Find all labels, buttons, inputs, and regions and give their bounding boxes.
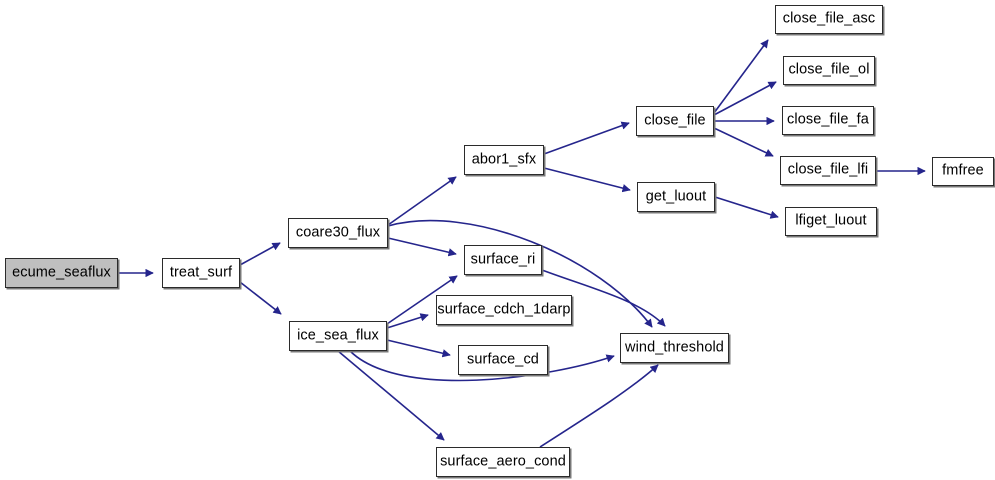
node-wind_threshold[interactable]: wind_threshold [620, 333, 729, 363]
node-label-close_file_fa: close_file_fa [787, 111, 869, 128]
edge-treat_surf-to-ice_sea_flux [239, 281, 282, 315]
edge-close_file-to-close_file_asc [713, 39, 769, 114]
node-close_file_lfi[interactable]: close_file_lfi [780, 156, 876, 185]
edge-treat_surf-to-coare30_flux [239, 242, 281, 266]
node-label-close_file_asc: close_file_asc [782, 10, 876, 27]
node-close_file[interactable]: close_file [636, 106, 714, 136]
node-label-surface_cdch_1darp: surface_cdch_1darp [437, 301, 571, 318]
node-label-surface_cd: surface_cd [467, 351, 539, 368]
edge-coare30_flux-to-surface_ri [387, 237, 457, 257]
node-ecume_seaflux: ecume_seaflux [5, 258, 118, 288]
node-label-fmfree: fmfree [942, 162, 984, 179]
node-label-surface_ri: surface_ri [470, 251, 536, 268]
node-label-get_luout: get_luout [645, 188, 707, 205]
node-label-close_file_ol: close_file_ol [788, 61, 870, 78]
edge-ice_sea_flux-to-surface_cd [386, 339, 451, 358]
node-lfiget_luout[interactable]: lfiget_luout [785, 207, 877, 236]
node-abor1_sfx[interactable]: abor1_sfx [464, 145, 544, 175]
node-surface_cd[interactable]: surface_cd [458, 345, 548, 375]
node-close_file_asc[interactable]: close_file_asc [775, 5, 883, 34]
node-surface_ri[interactable]: surface_ri [464, 245, 542, 275]
node-label-close_file: close_file [644, 112, 706, 129]
edge-ice_sea_flux-to-surface_cdch_1darp [386, 313, 429, 329]
node-label-ice_sea_flux: ice_sea_flux [297, 327, 379, 344]
edge-ice_sea_flux-to-surface_aero_cond [337, 350, 445, 441]
edge-surface_aero_cond-to-wind_threshold [539, 364, 659, 448]
node-fmfree[interactable]: fmfree [932, 157, 994, 186]
edge-abor1_sfx-to-get_luout [543, 167, 631, 193]
node-label-ecume_seaflux: ecume_seaflux [12, 264, 111, 281]
edge-coare30_flux-to-abor1_sfx [387, 176, 457, 226]
node-label-coare30_flux: coare30_flux [295, 224, 381, 241]
node-close_file_fa[interactable]: close_file_fa [782, 106, 874, 135]
node-label-close_file_lfi: close_file_lfi [787, 161, 869, 178]
node-close_file_ol[interactable]: close_file_ol [783, 56, 875, 85]
edges-group [118, 39, 926, 448]
node-label-lfiget_luout: lfiget_luout [795, 212, 867, 229]
node-label-treat_surf: treat_surf [169, 264, 233, 281]
edge-close_file-to-close_file_lfi [713, 127, 774, 157]
node-label-wind_threshold: wind_threshold [625, 339, 724, 356]
node-surface_cdch_1darp[interactable]: surface_cdch_1darp [436, 295, 572, 325]
edge-get_luout-to-lfiget_luout [714, 196, 779, 219]
edge-close_file-to-close_file_ol [713, 81, 777, 116]
node-treat_surf[interactable]: treat_surf [162, 258, 240, 288]
node-coare30_flux[interactable]: coare30_flux [288, 218, 388, 248]
node-get_luout[interactable]: get_luout [637, 182, 715, 212]
node-ice_sea_flux[interactable]: ice_sea_flux [289, 321, 387, 351]
edge-abor1_sfx-to-close_file [543, 121, 630, 155]
node-surface_aero_cond[interactable]: surface_aero_cond [436, 447, 570, 477]
node-label-surface_aero_cond: surface_aero_cond [440, 453, 566, 470]
node-label-abor1_sfx: abor1_sfx [471, 151, 537, 168]
